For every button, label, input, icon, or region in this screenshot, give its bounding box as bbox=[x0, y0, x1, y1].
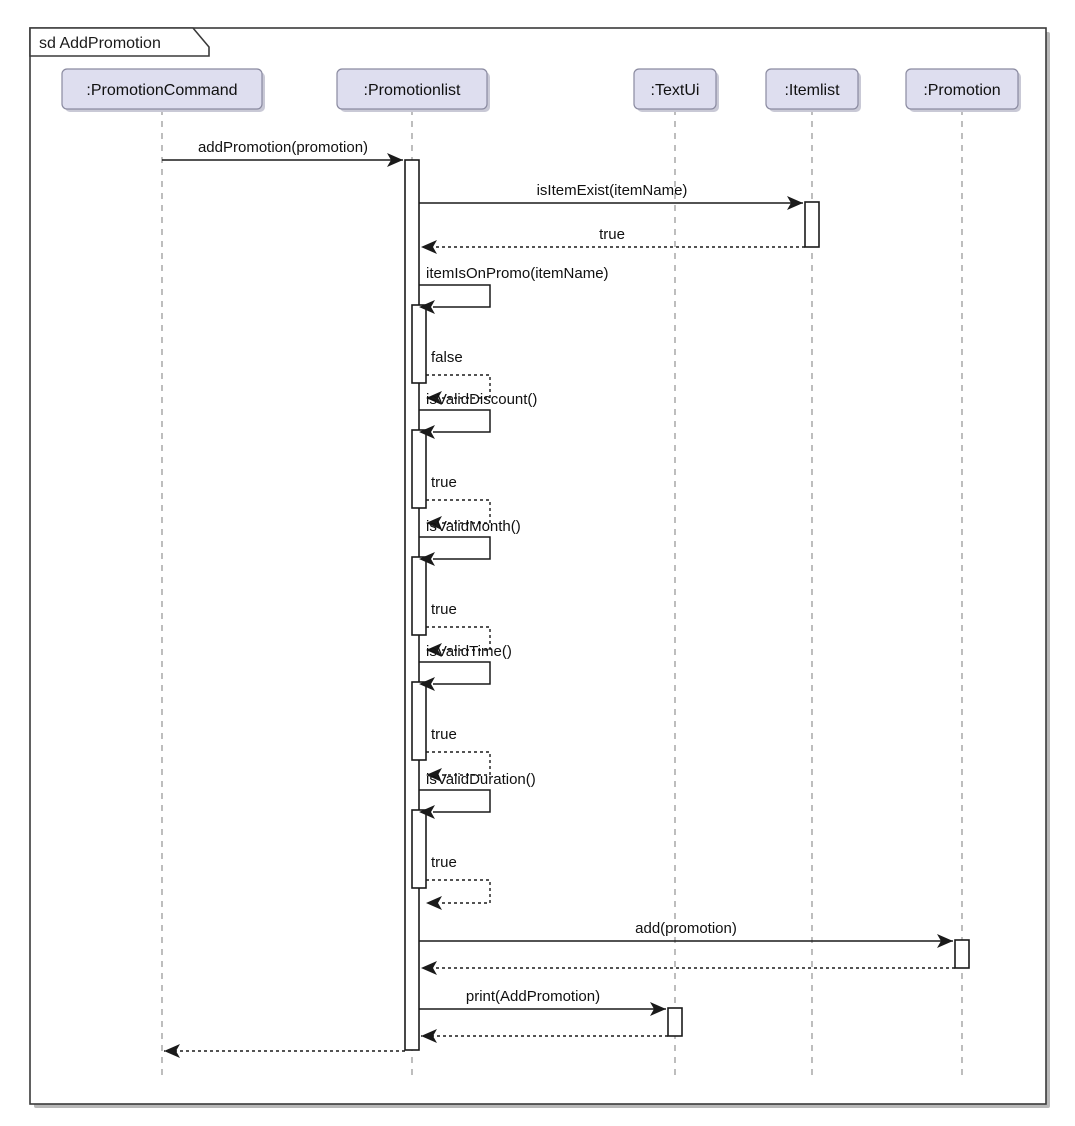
arrowhead-left bbox=[426, 516, 442, 530]
participant-label-itemList: :Itemlist bbox=[784, 82, 840, 99]
participant-box-textUi[interactable] bbox=[633, 68, 717, 110]
msg-add-return[interactable] bbox=[421, 961, 955, 975]
msg-label-msg-itemisonpromo-return: false bbox=[431, 349, 463, 366]
msg-itemisonpromo[interactable]: itemIsOnPromo(itemName) bbox=[419, 265, 609, 314]
msg-path bbox=[426, 751, 491, 776]
participant-box-promotionList[interactable] bbox=[336, 68, 488, 110]
participant-label-promotionCommand: :PromotionCommand bbox=[86, 82, 237, 99]
msg-addpromotion-return[interactable] bbox=[164, 1044, 405, 1058]
participant-box-itemList[interactable] bbox=[765, 68, 859, 110]
msg-path bbox=[419, 409, 491, 433]
msg-label-msg-isvalidmonth: isValidMonth() bbox=[426, 518, 521, 535]
msg-isitemexist[interactable]: isItemExist(itemName) bbox=[419, 182, 803, 210]
msg-isvaliddiscount-return[interactable]: true bbox=[426, 474, 491, 530]
msg-label-msg-itemisonpromo: itemIsOnPromo(itemName) bbox=[426, 265, 609, 282]
msg-isvaliddiscount[interactable]: isValidDiscount() bbox=[419, 391, 537, 439]
arrowhead-right bbox=[650, 1002, 666, 1016]
msg-label-msg-isvalidduration-return: true bbox=[431, 854, 457, 871]
arrowhead-left bbox=[421, 240, 437, 254]
msg-itemisonpromo-return[interactable]: false bbox=[426, 349, 491, 405]
participant-box-promotionCommand[interactable] bbox=[61, 68, 263, 110]
msg-path bbox=[426, 879, 491, 904]
act-self-isvalidmonth bbox=[411, 556, 427, 636]
msg-path bbox=[426, 374, 491, 399]
arrowhead-left bbox=[426, 896, 442, 910]
msg-label-msg-print: print(AddPromotion) bbox=[466, 988, 600, 1005]
msg-label-msg-isvalidtime: isValidTime() bbox=[426, 643, 512, 660]
msg-label-msg-isvaliddiscount-return: true bbox=[431, 474, 457, 491]
arrowhead-left bbox=[426, 768, 442, 782]
arrowhead-right bbox=[387, 153, 403, 167]
msg-label-msg-isitemexist-return: true bbox=[599, 226, 625, 243]
msg-addpromotion[interactable]: addPromotion(promotion) bbox=[162, 139, 403, 167]
msg-isvalidmonth[interactable]: isValidMonth() bbox=[419, 518, 521, 566]
msg-label-msg-addpromotion: addPromotion(promotion) bbox=[198, 139, 368, 156]
arrowhead-left bbox=[421, 961, 437, 975]
msg-print-return[interactable] bbox=[421, 1029, 668, 1043]
arrowhead-left bbox=[419, 552, 435, 566]
participant-itemList[interactable]: :Itemlist bbox=[765, 68, 861, 112]
msg-label-msg-add: add(promotion) bbox=[635, 920, 737, 937]
participant-label-promotion: :Promotion bbox=[923, 82, 1000, 99]
participant-label-textUi: :TextUi bbox=[651, 82, 700, 99]
participant-label-promotionList: :Promotionlist bbox=[364, 82, 461, 99]
msg-isvalidtime-return[interactable]: true bbox=[426, 726, 491, 782]
participant-promotionCommand[interactable]: :PromotionCommand bbox=[61, 68, 265, 112]
frame-label: sd AddPromotion bbox=[39, 35, 161, 52]
participant-promotionList[interactable]: :Promotionlist bbox=[336, 68, 490, 112]
act-promotion-add bbox=[954, 939, 970, 969]
diagram-frame bbox=[29, 27, 1047, 1105]
arrowhead-right bbox=[787, 196, 803, 210]
participants-layer: :PromotionCommand :Promotionlist :TextUi :I… bbox=[61, 68, 1021, 112]
msg-label-msg-isvalidduration: isValidDuration() bbox=[426, 771, 536, 788]
messages-layer: addPromotion(promotion) isItemExist(itemN… bbox=[162, 139, 955, 1058]
arrowhead-left bbox=[421, 1029, 437, 1043]
msg-label-msg-isitemexist: isItemExist(itemName) bbox=[537, 182, 688, 199]
arrowhead-left bbox=[164, 1044, 180, 1058]
msg-path bbox=[419, 536, 491, 560]
arrowhead-left bbox=[426, 643, 442, 657]
msg-path bbox=[419, 661, 491, 685]
arrowhead-left bbox=[419, 805, 435, 819]
msg-isvalidduration-return[interactable]: true bbox=[426, 854, 491, 910]
msg-isvalidmonth-return[interactable]: true bbox=[426, 601, 491, 657]
arrowhead-right bbox=[937, 934, 953, 948]
msg-path bbox=[426, 499, 491, 524]
msg-isitemexist-return[interactable]: true bbox=[421, 226, 805, 254]
frame-header-tab bbox=[29, 27, 210, 57]
msg-label-msg-isvalidmonth-return: true bbox=[431, 601, 457, 618]
participant-box-promotion[interactable] bbox=[905, 68, 1019, 110]
msg-path bbox=[419, 789, 491, 813]
participant-textUi[interactable]: :TextUi bbox=[633, 68, 719, 112]
act-itemlist-isitemexist bbox=[804, 201, 820, 248]
msg-print[interactable]: print(AddPromotion) bbox=[419, 988, 666, 1016]
arrowhead-left bbox=[419, 677, 435, 691]
msg-isvalidtime[interactable]: isValidTime() bbox=[419, 643, 512, 691]
participant-promotion[interactable]: :Promotion bbox=[905, 68, 1021, 112]
msg-add[interactable]: add(promotion) bbox=[419, 920, 953, 948]
act-self-isvalidtime bbox=[411, 681, 427, 761]
msg-label-msg-isvaliddiscount: isValidDiscount() bbox=[426, 391, 537, 408]
msg-path bbox=[419, 284, 491, 308]
arrowhead-left bbox=[419, 425, 435, 439]
msg-path bbox=[426, 626, 491, 651]
msg-label-msg-isvalidtime-return: true bbox=[431, 726, 457, 743]
msg-isvalidduration[interactable]: isValidDuration() bbox=[419, 771, 536, 819]
arrowhead-left bbox=[419, 300, 435, 314]
activations-layer bbox=[404, 159, 970, 1051]
act-self-itemisonpromo bbox=[411, 304, 427, 384]
arrowhead-left bbox=[426, 391, 442, 405]
act-self-isvalidduration bbox=[411, 809, 427, 889]
act-textui-print bbox=[667, 1007, 683, 1037]
act-self-isvaliddiscount bbox=[411, 429, 427, 509]
